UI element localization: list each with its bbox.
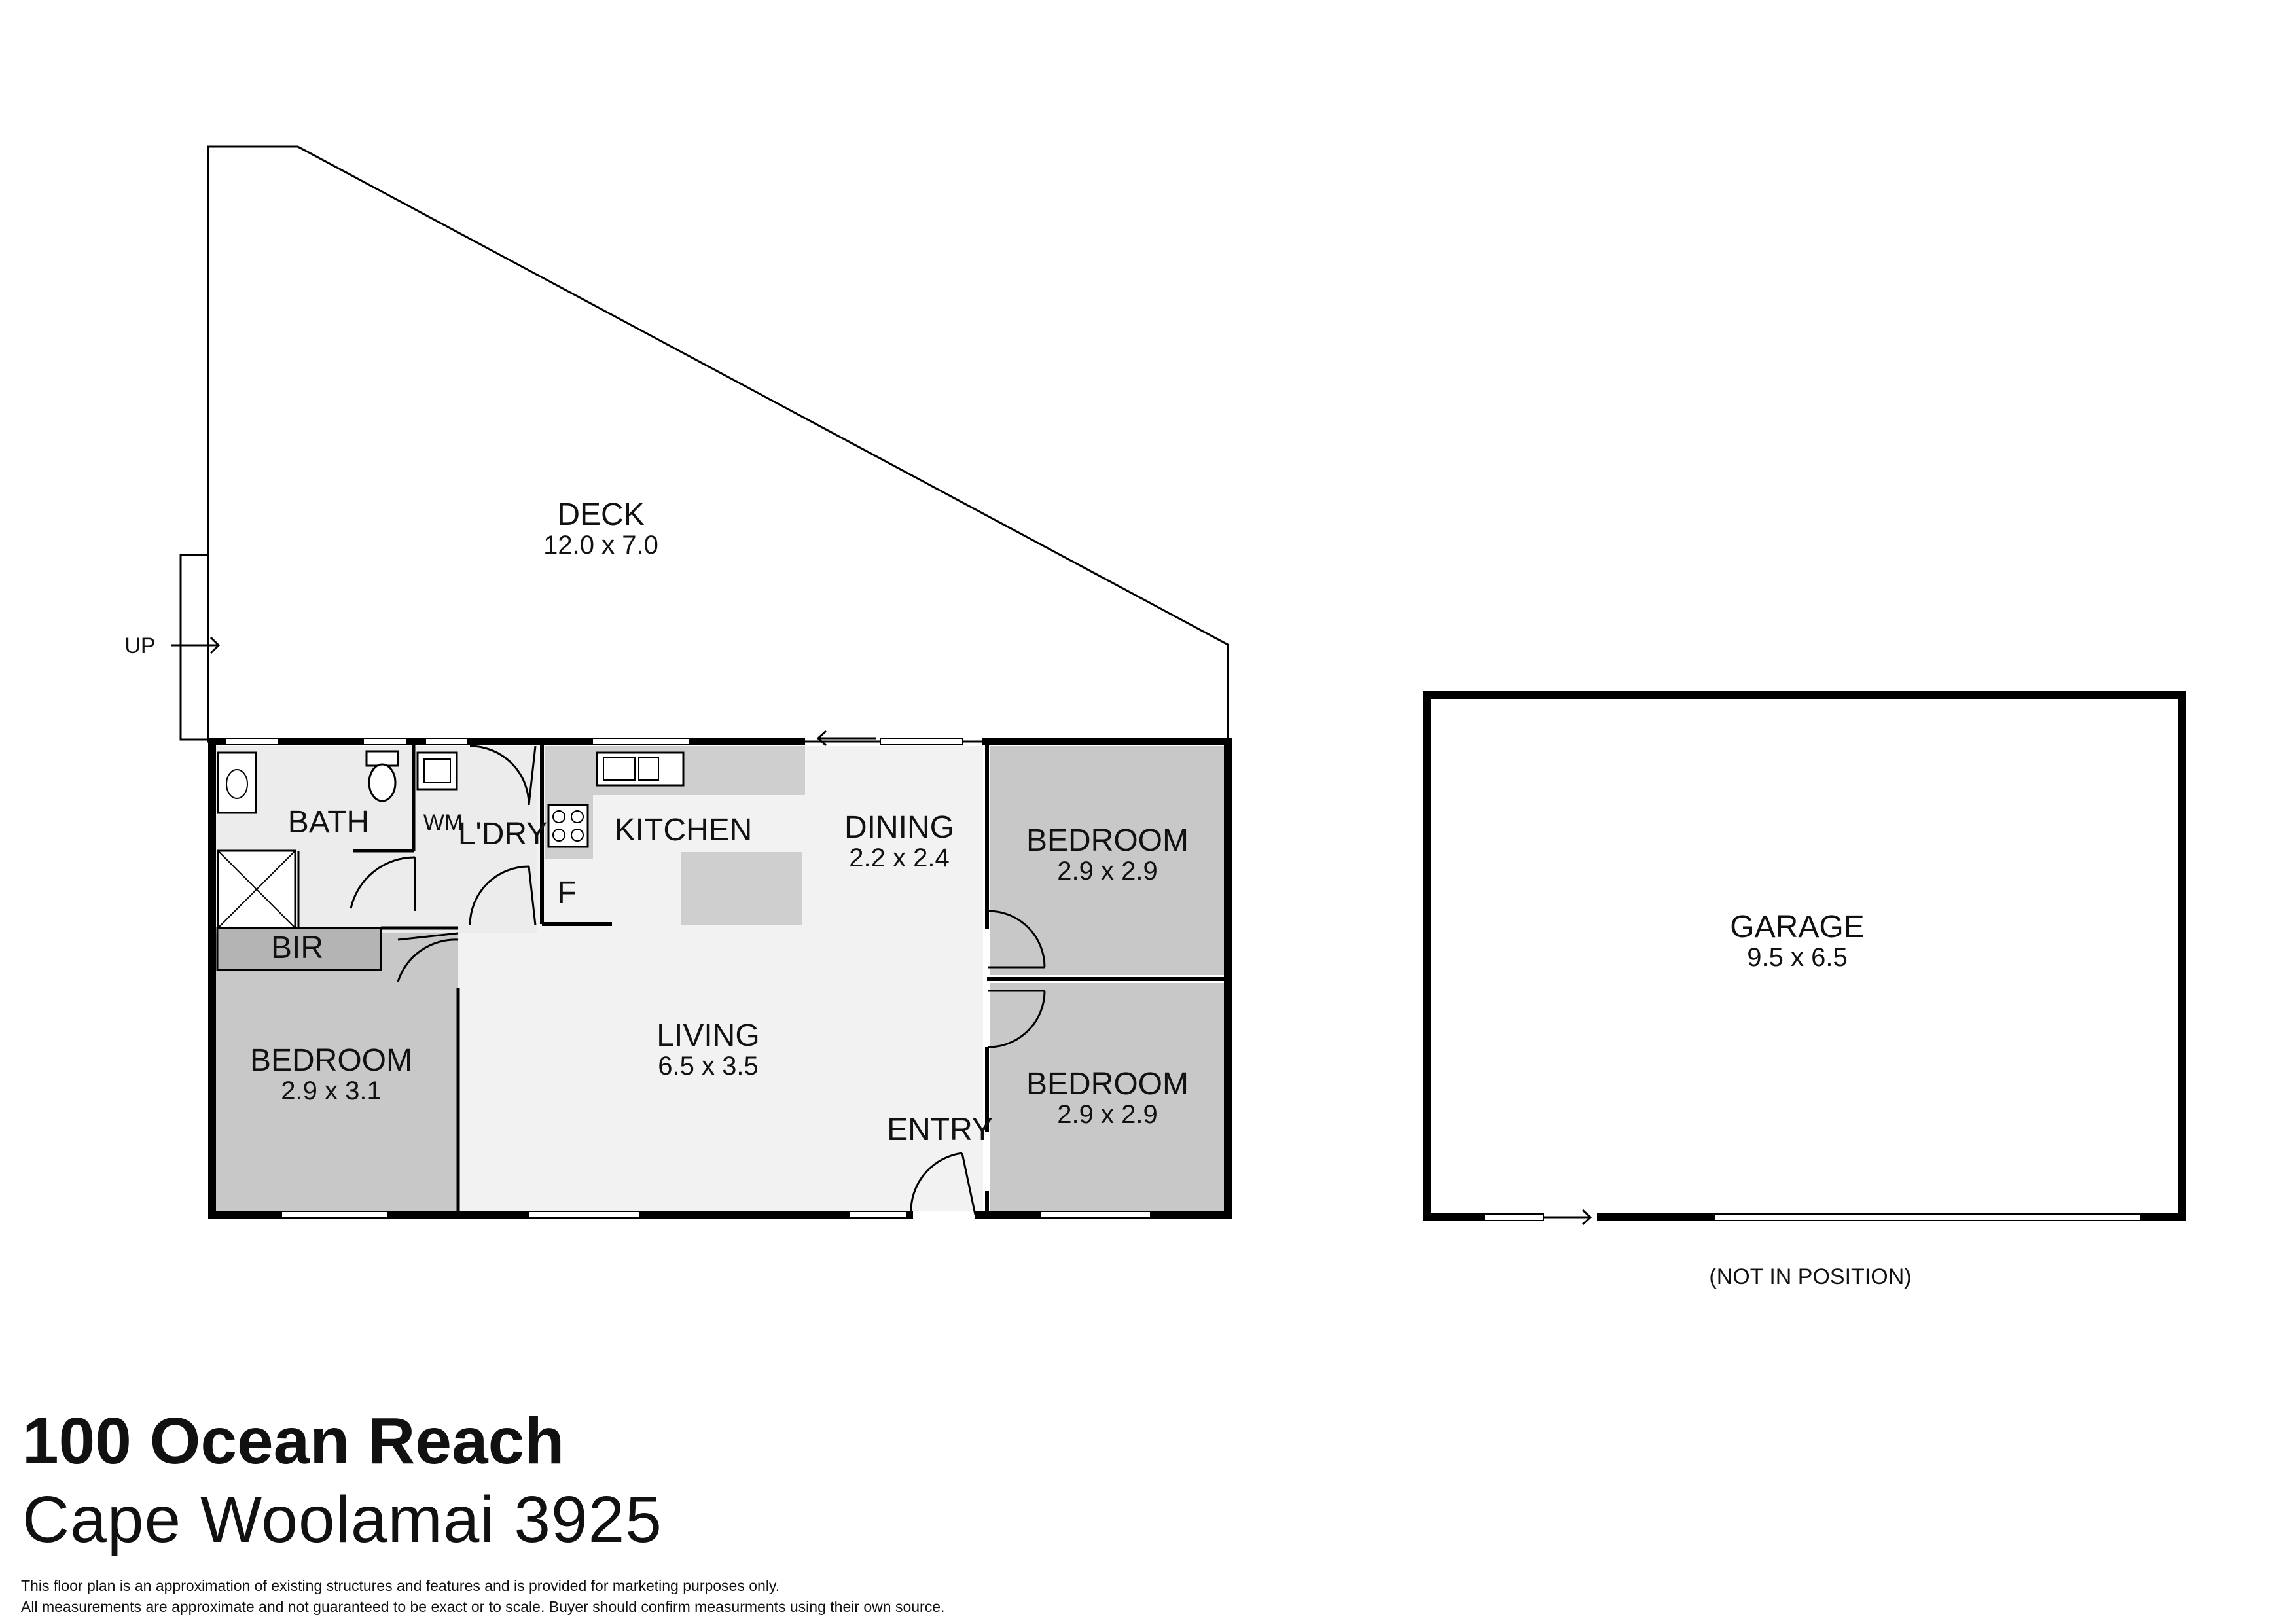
address-street: 100 Ocean Reach (22, 1404, 565, 1478)
address-suburb: Cape Woolamai 3925 (22, 1483, 662, 1556)
bath-label: BATH (288, 805, 369, 840)
laundry-label: L'DRY (458, 817, 547, 851)
bedroom-se-dims: 2.9 x 2.9 (1057, 1100, 1157, 1129)
up-label: UP (124, 633, 155, 658)
bedroom-ne-dims: 2.9 x 2.9 (1057, 857, 1157, 885)
wm-label: WM (423, 810, 463, 835)
disclaimer-line-1: This floor plan is an approximation of e… (21, 1577, 780, 1594)
deck-dims: 12.0 x 7.0 (543, 531, 658, 560)
bir-label: BIR (271, 931, 323, 965)
windows (225, 738, 1151, 1219)
house-fills (216, 746, 1224, 1211)
bedroom-ne-label: BEDROOM (1026, 823, 1189, 858)
kitchen-label: KITCHEN (615, 813, 753, 847)
deck-label: DECK (557, 497, 644, 532)
door-swings (350, 745, 1046, 1215)
garage-structure (1423, 691, 2186, 1226)
not-in-position-note: (NOT IN POSITION) (1709, 1264, 1911, 1289)
deck-area (171, 145, 1229, 743)
garage-dims: 9.5 x 6.5 (1747, 943, 1847, 972)
fridge-label: F (557, 876, 576, 910)
sliding-door-arrow-icon (816, 730, 876, 747)
living-label: LIVING (656, 1018, 759, 1053)
room-labels: DECK 12.0 x 7.0 UP BATH WM L'DRY KITCHEN… (124, 497, 1911, 1289)
bedroom-w-label: BEDROOM (250, 1043, 412, 1078)
bedroom-w-dims: 2.9 x 3.1 (281, 1077, 381, 1105)
dining-label: DINING (844, 810, 954, 845)
entry-label: ENTRY (887, 1113, 993, 1147)
bedroom-se-label: BEDROOM (1026, 1067, 1189, 1101)
dining-dims: 2.2 x 2.4 (849, 844, 949, 872)
disclaimer-line-2: All measurements are approximate and not… (21, 1598, 945, 1615)
garage-label: GARAGE (1730, 910, 1864, 944)
living-dims: 6.5 x 3.5 (658, 1052, 758, 1080)
